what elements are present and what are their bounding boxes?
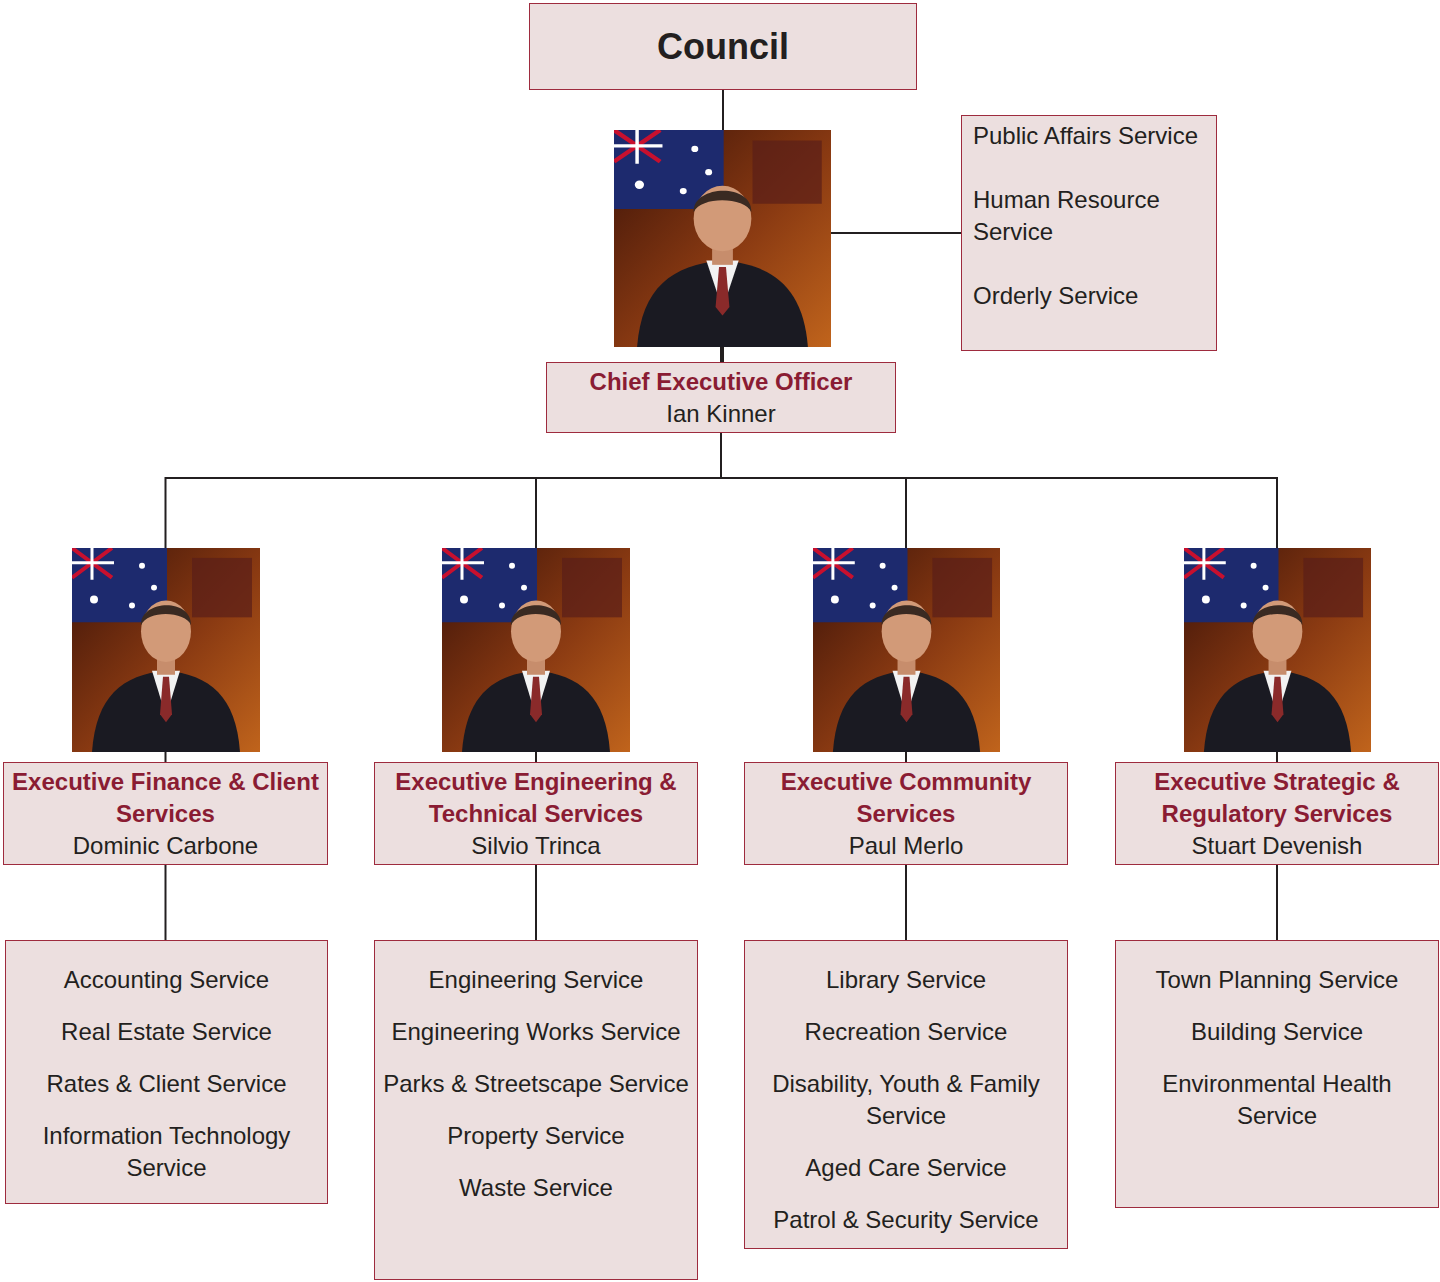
org-connector [905, 865, 907, 940]
executive-title: Executive Strategic & Regulatory Service… [1124, 766, 1430, 830]
service-list-box: Engineering ServiceEngineering Works Ser… [374, 940, 698, 1280]
person-name: Ian Kinner [555, 398, 887, 430]
service-name: Accounting Service [14, 964, 319, 996]
org-connector [535, 865, 537, 940]
service-name: Building Service [1124, 1016, 1430, 1048]
council-box: Council [529, 3, 917, 90]
service-name: Waste Service [383, 1172, 689, 1204]
executive-title: Chief Executive Officer [555, 366, 887, 398]
service-name: Patrol & Security Service [753, 1204, 1059, 1236]
service-name: Real Estate Service [14, 1016, 319, 1048]
executive-box: Executive Community ServicesPaul Merlo [744, 762, 1068, 865]
person-name: Stuart Devenish [1124, 830, 1430, 862]
executive-portrait [1184, 548, 1371, 752]
executive-title: Executive Engineering & Technical Servic… [383, 766, 689, 830]
executive-portrait [442, 548, 630, 752]
executive-box: Executive Finance & Client ServicesDomin… [3, 762, 328, 865]
executive-portrait [72, 548, 260, 752]
service-name: Library Service [753, 964, 1059, 996]
service-name: Parks & Streetscape Service [383, 1068, 689, 1100]
service-name: Human Resource Service [973, 184, 1208, 248]
service-name: Orderly Service [973, 280, 1208, 312]
service-name: Aged Care Service [753, 1152, 1059, 1184]
service-name: Rates & Client Service [14, 1068, 319, 1100]
service-name: Engineering Works Service [383, 1016, 689, 1048]
support-services-box: Public Affairs ServiceHuman Resource Ser… [961, 115, 1217, 351]
service-name: Information Technology Service [14, 1120, 319, 1184]
service-name: Environmental Health Service [1124, 1068, 1430, 1132]
ceo-portrait [614, 130, 831, 347]
box-title: Council [657, 25, 789, 69]
service-list-box: Accounting ServiceReal Estate ServiceRat… [5, 940, 328, 1204]
person-name: Dominic Carbone [12, 830, 319, 862]
person-name: Paul Merlo [753, 830, 1059, 862]
person-name: Silvio Trinca [383, 830, 689, 862]
ceo-box: Chief Executive OfficerIan Kinner [546, 362, 896, 433]
executive-box: Executive Strategic & Regulatory Service… [1115, 762, 1439, 865]
service-name: Disability, Youth & Family Service [753, 1068, 1059, 1132]
executive-box: Executive Engineering & Technical Servic… [374, 762, 698, 865]
service-name: Recreation Service [753, 1016, 1059, 1048]
service-name: Engineering Service [383, 964, 689, 996]
service-list-box: Town Planning ServiceBuilding ServiceEnv… [1115, 940, 1439, 1208]
service-name: Property Service [383, 1120, 689, 1152]
service-name: Town Planning Service [1124, 964, 1430, 996]
service-name: Public Affairs Service [973, 120, 1208, 152]
service-list-box: Library ServiceRecreation ServiceDisabil… [744, 940, 1068, 1249]
org-connector [165, 865, 167, 940]
executive-title: Executive Finance & Client Services [12, 766, 319, 830]
executive-portrait [813, 548, 1000, 752]
org-connector [1276, 865, 1278, 940]
executive-title: Executive Community Services [753, 766, 1059, 830]
